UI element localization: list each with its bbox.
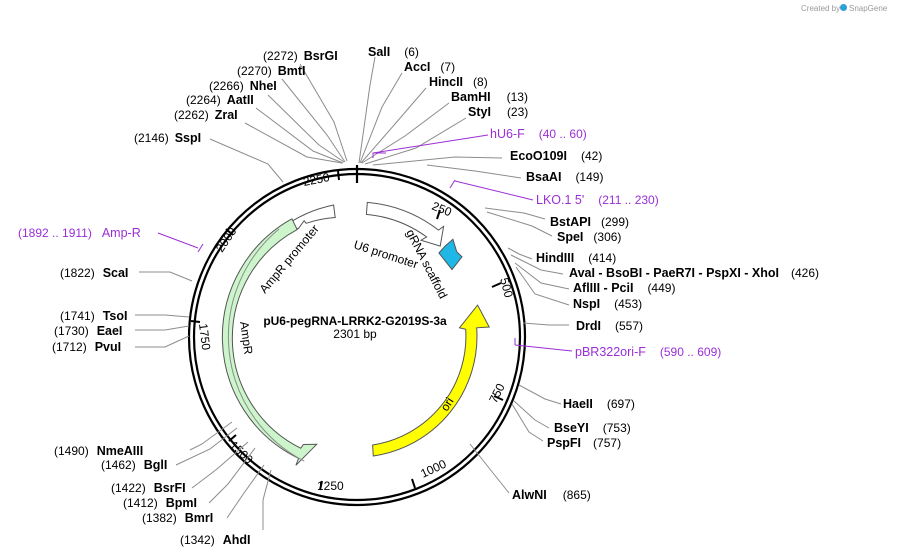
site-nhei[interactable]: (2266)NheI <box>209 79 277 93</box>
primer-amp-r[interactable]: (1892 .. 1911)Amp-R <box>18 226 141 240</box>
site-bseyi[interactable]: BseYI(753) <box>554 421 631 435</box>
u6-promoter-arrow[interactable] <box>365 201 445 247</box>
site-haeii[interactable]: HaeII(697) <box>563 397 635 411</box>
site-sali[interactable]: SalI(6) <box>368 45 419 59</box>
site-nmeaiii[interactable]: (1490)NmeAIII <box>54 444 143 458</box>
site-avai-group[interactable]: AvaI - BsoBI - PaeR7I - PspXI - XhoI(426… <box>569 266 819 280</box>
site-bmri[interactable]: (1382)BmrI <box>142 511 213 525</box>
ori-arrow[interactable] <box>372 304 491 457</box>
site-spei[interactable]: SpeI(306) <box>557 230 621 244</box>
site-bpmi[interactable]: (1412)BpmI <box>123 496 197 510</box>
site-bmti[interactable]: (2270)BmtI <box>237 64 305 78</box>
ampr-dark-rim <box>227 228 305 462</box>
site-aatii[interactable]: (2264)AatII <box>186 93 254 107</box>
primer-lko1-5[interactable]: LKO.1 5'(211 .. 230) <box>536 193 659 207</box>
site-ahdi[interactable]: (1342)AhdI <box>180 533 250 547</box>
tick-label: 2250 <box>302 170 331 189</box>
site-pvui[interactable]: (1712)PvuI <box>52 340 121 354</box>
watermark-prefix: Created by <box>801 4 840 13</box>
site-eaei[interactable]: (1730)EaeI <box>54 324 122 338</box>
snapgene-logo-icon <box>840 4 847 11</box>
site-bsrgi[interactable]: (2272)BsrGI <box>263 49 338 63</box>
site-afliii-pcii[interactable]: AflIII - PciI(449) <box>573 281 675 295</box>
plasmid-length: 2301 bp <box>333 327 377 341</box>
site-hindiii[interactable]: HindIII(414) <box>536 251 616 265</box>
site-alwni[interactable]: AlwNI(865) <box>512 488 591 502</box>
tick-label: 750 <box>486 381 508 405</box>
site-labels: (2272)BsrGI (2270)BmtI (2266)NheI (2264)… <box>52 45 819 547</box>
primer-markers <box>157 134 573 352</box>
site-bgli[interactable]: (1462)BglI <box>101 458 167 472</box>
grna-scaffold-arrow[interactable] <box>438 238 463 271</box>
tick-label: 1750 <box>196 323 213 352</box>
snapgene-watermark: Created by SnapGene <box>801 4 888 13</box>
site-tsoi[interactable]: (1741)TsoI <box>60 309 127 323</box>
site-ecoo109i[interactable]: EcoO109I(42) <box>510 149 602 163</box>
primer-labels: hU6-F(40 .. 60) LKO.1 5'(211 .. 230) pBR… <box>18 127 721 359</box>
site-acci[interactable]: AccI(7) <box>404 60 455 74</box>
site-hincii[interactable]: HincII(8) <box>429 75 488 89</box>
ampr-label: AmpR <box>237 320 256 355</box>
ori-label: ori <box>438 395 457 414</box>
site-drdi[interactable]: DrdI(557) <box>576 319 643 333</box>
site-bsrfi[interactable]: (1422)BsrFI <box>111 481 186 495</box>
site-sspi[interactable]: (2146)SspI <box>134 131 201 145</box>
tick-label: 1000 <box>418 457 448 481</box>
tick-label: 250 <box>430 199 454 220</box>
watermark-brand: SnapGene <box>849 4 888 13</box>
tick-label: 500 <box>497 276 516 299</box>
feature-layer <box>221 201 491 466</box>
site-leaders <box>135 56 570 530</box>
plasmid-name: pU6-pegRNA-LRRK2-G2019S-3a <box>263 314 447 328</box>
site-bstapi[interactable]: BstAPI(299) <box>550 215 629 229</box>
primer-hu6-f[interactable]: hU6-F(40 .. 60) <box>490 127 587 141</box>
tick-label: 1250 <box>317 479 344 493</box>
site-scai[interactable]: (1822)ScaI <box>60 266 128 280</box>
site-nspi[interactable]: NspI(453) <box>573 297 642 311</box>
site-bsaai[interactable]: BsaAI(149) <box>526 170 603 184</box>
site-styi[interactable]: StyI(23) <box>468 105 528 119</box>
site-bamhi[interactable]: BamHI(13) <box>451 90 528 104</box>
site-pspfi[interactable]: PspFI(757) <box>547 436 621 450</box>
site-zrai[interactable]: (2262)ZraI <box>174 108 238 122</box>
primer-pbr322ori-f[interactable]: pBR322ori-F(590 .. 609) <box>575 345 721 359</box>
